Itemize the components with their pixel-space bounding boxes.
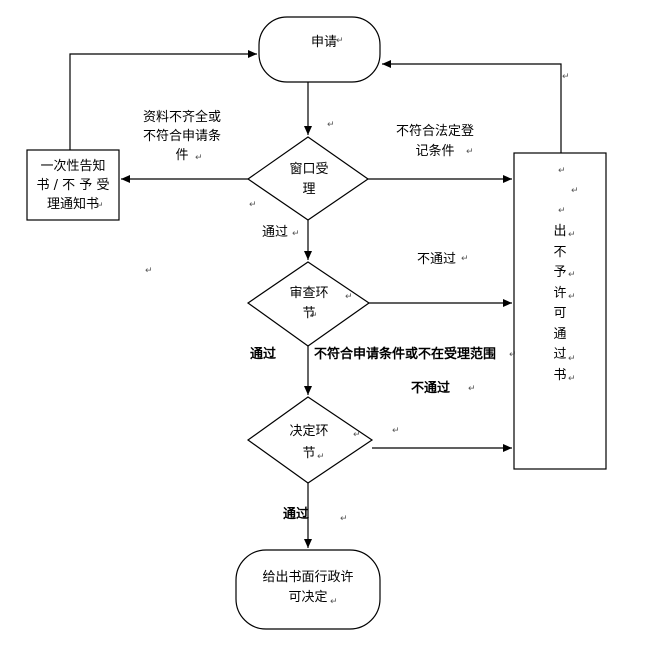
- fail-label-1: 不通过: [417, 252, 457, 267]
- decide-node: [246, 396, 374, 484]
- decide-label-1: 决定环: [289, 424, 329, 439]
- notice-label-1: 一次性告知: [40, 159, 106, 174]
- notice-label-2: 书 / 不 予 受: [36, 178, 110, 193]
- return-mark: ↵: [468, 384, 476, 394]
- notice-label-3: 理通知书: [46, 197, 99, 212]
- return-mark: ↵: [310, 311, 318, 321]
- return-mark: ↵: [461, 254, 469, 264]
- return-mark: ↵: [145, 266, 153, 276]
- return-mark: ↵: [568, 292, 576, 302]
- return-mark: ↵: [392, 426, 400, 436]
- return-mark: ↵: [292, 229, 300, 239]
- apply-node: [258, 16, 381, 83]
- return-mark: ↵: [345, 292, 353, 302]
- return-mark: ↵: [195, 153, 203, 163]
- return-mark: ↵: [568, 374, 576, 384]
- return-mark: ↵: [96, 201, 104, 211]
- return-mark: ↵: [568, 354, 576, 364]
- return-mark: ↵: [568, 270, 576, 280]
- return-mark: ↵: [317, 452, 325, 462]
- not-legal-label-1: 不符合法定登: [395, 124, 474, 139]
- return-mark: ↵: [327, 120, 335, 130]
- window-accept-label-2: 理: [302, 182, 316, 197]
- notice-node: [26, 149, 120, 221]
- not-legal-label-2: 记条件: [415, 144, 455, 159]
- return-mark: ↵: [330, 597, 338, 607]
- final-label-2: 可决定: [288, 590, 328, 605]
- deny-label: 出不予许可通过书: [553, 224, 567, 383]
- return-mark: ↵: [571, 186, 579, 196]
- pass-label-1: 通过: [262, 225, 289, 240]
- window-accept-node: [246, 136, 370, 221]
- pass-label-3: 通过: [283, 507, 310, 522]
- out-of-scope-label: 不符合申请条件或不在受理范围: [314, 347, 497, 362]
- return-mark: ↵: [509, 350, 517, 360]
- review-label-2: 节: [302, 306, 316, 321]
- review-node: [246, 261, 371, 347]
- return-mark: ↵: [568, 230, 576, 240]
- return-mark: ↵: [340, 514, 348, 524]
- incomplete-label-3: 件: [175, 148, 189, 163]
- pass-label-2: 通过: [250, 347, 277, 362]
- return-mark: ↵: [466, 147, 474, 157]
- final-label-1: 给出书面行政许: [262, 570, 354, 585]
- decide-label-2: 节: [302, 446, 316, 461]
- return-mark: ↵: [558, 206, 566, 216]
- return-mark: ↵: [336, 36, 344, 46]
- review-label-1: 审查环: [289, 286, 329, 301]
- apply-label: 申请: [310, 35, 337, 50]
- incomplete-label-2: 不符合申请条: [142, 129, 221, 144]
- arrow-deny-to-apply: [382, 60, 562, 153]
- fail-label-2: 不通过: [411, 381, 451, 396]
- deny-node: [513, 152, 607, 470]
- return-mark: ↵: [558, 166, 566, 176]
- arrow-notice-to-apply: [69, 50, 257, 150]
- incomplete-label-1: 资料不齐全或: [142, 110, 221, 125]
- window-accept-label-1: 窗口受: [289, 162, 329, 177]
- return-mark: ↵: [249, 200, 257, 210]
- return-mark: ↵: [353, 430, 361, 440]
- final-node: [235, 549, 381, 630]
- return-mark: ↵: [562, 72, 570, 82]
